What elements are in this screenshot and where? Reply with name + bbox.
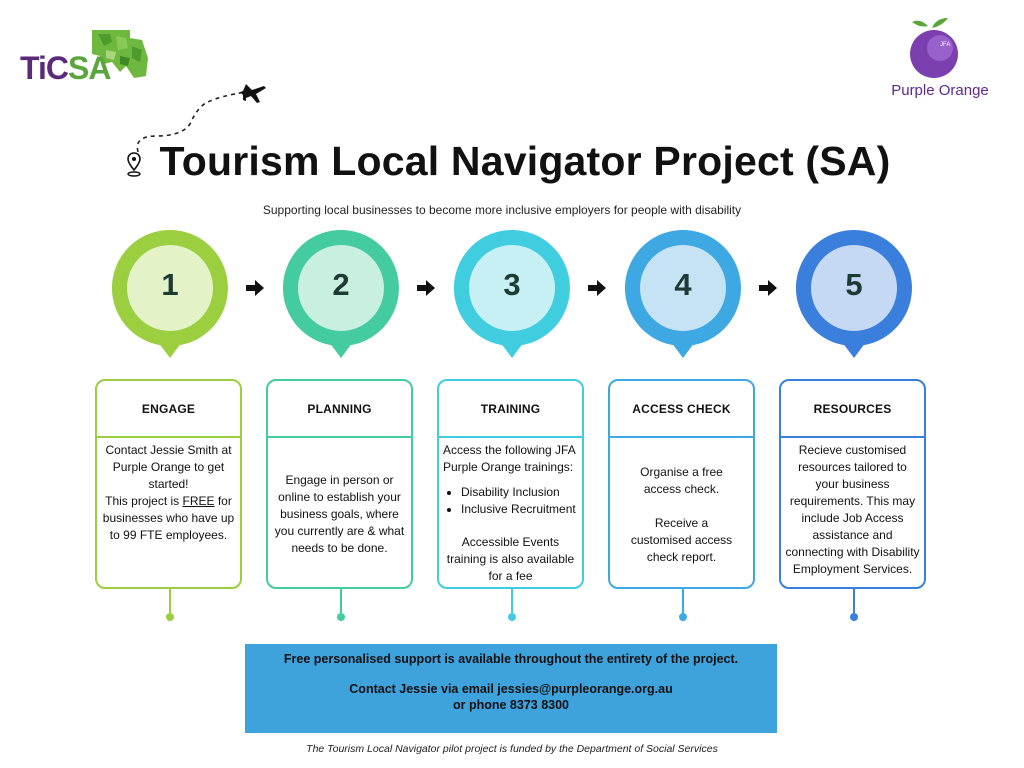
arrow-right-icon <box>759 280 777 296</box>
card-connector <box>169 589 171 613</box>
jfa-label: JFA <box>940 42 950 48</box>
card-heading: RESOURCES <box>781 381 924 438</box>
card-text: Recieve customised resources tailored to… <box>785 443 920 576</box>
card-connector <box>853 589 855 613</box>
step-number: 5 <box>845 267 863 302</box>
list-item: Disability Inclusion <box>461 484 578 501</box>
arrow-right-icon <box>417 280 435 296</box>
step-card-engage: ENGAGE Contact Jessie Smith at Purple Or… <box>95 379 242 589</box>
step-card-access-check: ACCESS CHECK Organise a free access chec… <box>608 379 755 589</box>
card-text: Accessible Events training is also avail… <box>446 535 575 583</box>
card-body: Engage in person or online to establish … <box>268 438 411 557</box>
purple-orange-wordmark: Purple Orange <box>891 82 989 99</box>
card-heading: PLANNING <box>268 381 411 438</box>
card-heading: TRAINING <box>439 381 582 438</box>
card-heading: ENGAGE <box>97 381 240 438</box>
card-text: Receive a customised access check report… <box>630 516 733 564</box>
list-item: Inclusive Recruitment <box>461 501 578 518</box>
purple-orange-logo: JFA Purple Orange <box>880 12 1000 104</box>
step-card-training: TRAINING Access the following JFA Purple… <box>437 379 584 589</box>
card-body: Access the following JFA Purple Orange t… <box>439 438 582 585</box>
step-card-resources: RESOURCES Recieve customised resources t… <box>779 379 926 589</box>
contact-phone-text: or phone 8373 8300 <box>452 698 570 712</box>
arrow-right-icon <box>588 280 606 296</box>
ticsa-logo: TiCSA <box>20 28 148 86</box>
connector-dot <box>679 613 687 621</box>
card-text: Access the following JFA Purple Orange t… <box>443 443 576 474</box>
step-number: 4 <box>674 267 692 302</box>
step-marker-1: 1 <box>111 230 228 366</box>
card-text: Organise a free access check. <box>640 465 723 496</box>
airplane-icon <box>136 84 266 153</box>
card-connector <box>682 589 684 613</box>
card-body: Contact Jessie Smith at Purple Orange to… <box>97 438 240 544</box>
step-number: 3 <box>503 267 521 302</box>
step-card-planning: PLANNING Engage in person or online to e… <box>266 379 413 589</box>
card-body: Organise a free access check. Receive a … <box>610 438 753 566</box>
page-subtitle: Supporting local businesses to become mo… <box>262 203 742 217</box>
contact-box: Free personalised support is available t… <box>245 644 777 733</box>
step-number: 1 <box>161 267 179 302</box>
plum-icon: JFA <box>910 18 958 78</box>
connector-dot <box>508 613 516 621</box>
support-text: Free personalised support is available t… <box>283 652 739 666</box>
connector-dot <box>166 613 174 621</box>
connector-dot <box>850 613 858 621</box>
connector-dot <box>337 613 345 621</box>
map-pin-icon <box>127 152 141 177</box>
funding-note: The Tourism Local Navigator pilot projec… <box>306 743 718 755</box>
step-number: 2 <box>332 267 350 302</box>
training-list: Disability Inclusion Inclusive Recruitme… <box>443 484 578 518</box>
step-marker-5: 5 <box>795 230 912 366</box>
card-connector <box>340 589 342 613</box>
card-text: Contact Jessie Smith at Purple Orange to… <box>105 443 232 491</box>
step-marker-2: 2 <box>282 230 399 366</box>
contact-email-text: Contact Jessie via email jessies@purpleo… <box>349 682 673 696</box>
title-container: Tourism Local Navigator Project (SA) <box>0 138 1024 185</box>
south-australia-map-icon <box>92 30 148 78</box>
card-body: Recieve customised resources tailored to… <box>781 438 924 578</box>
page-title: Tourism Local Navigator Project (SA) <box>159 138 891 184</box>
step-marker-4: 4 <box>624 230 741 366</box>
ticsa-wordmark: TiCSA <box>20 50 111 86</box>
card-text: This project is FREE for businesses who … <box>102 494 235 542</box>
card-text: Engage in person or online to establish … <box>274 473 405 555</box>
arrow-right-icon <box>246 280 264 296</box>
card-connector <box>511 589 513 613</box>
card-heading: ACCESS CHECK <box>610 381 753 438</box>
step-marker-3: 3 <box>453 230 570 366</box>
